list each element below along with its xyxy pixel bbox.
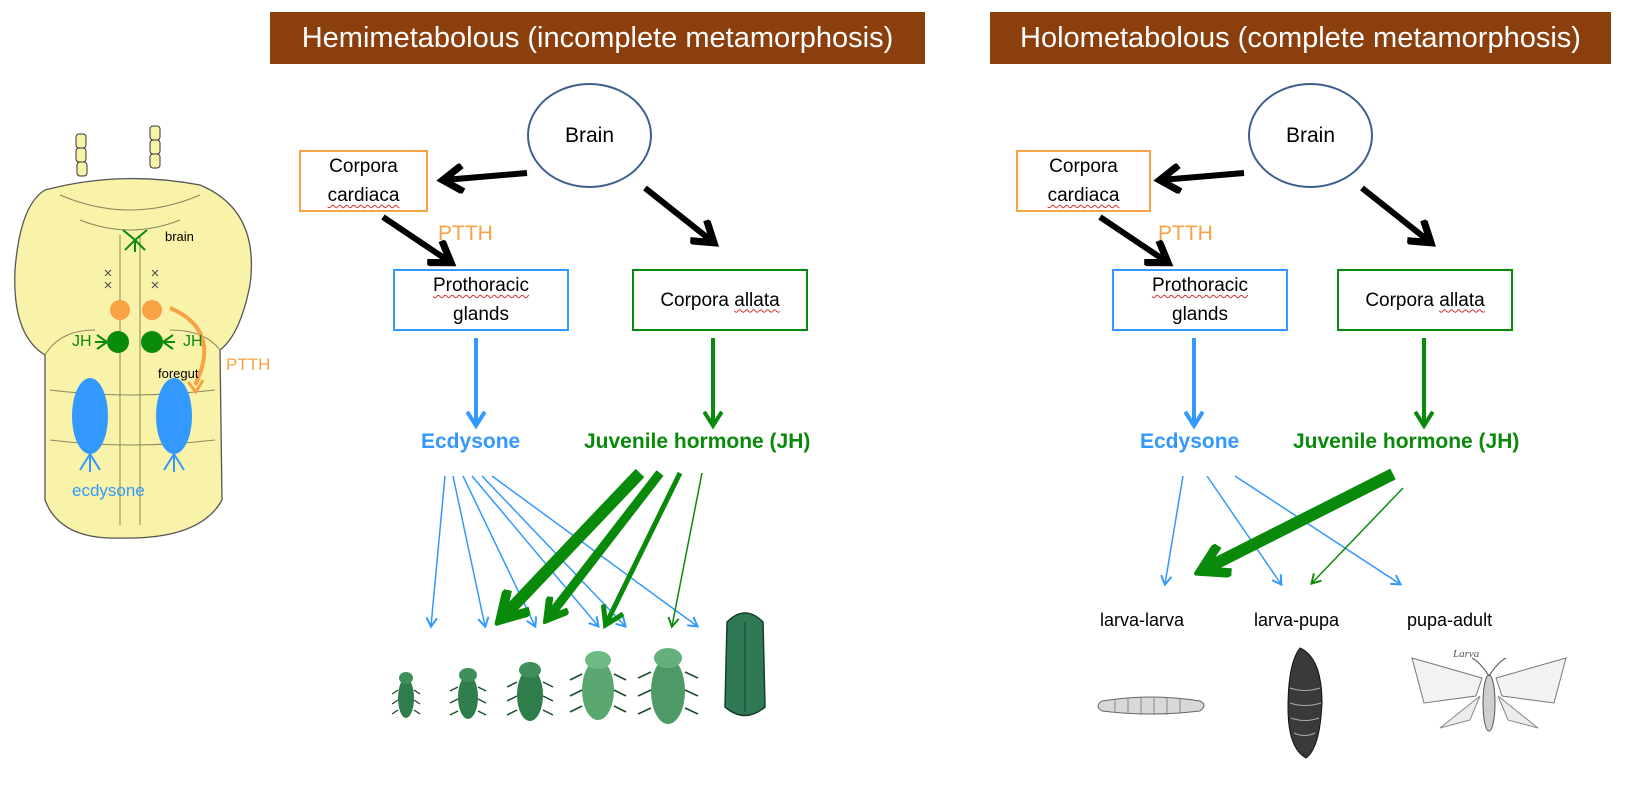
nymph-instar-1-icon (391, 672, 421, 718)
holo-ecdysone-label: Ecdysone (1140, 430, 1240, 453)
prothoracic-gland-left (72, 378, 108, 454)
ptth-curved-arrow (169, 306, 207, 386)
nymph-instar-4-icon (569, 651, 627, 720)
pupa-icon (1287, 647, 1323, 759)
holo-prothoracic-glands-box: Prothoracic glands (1112, 269, 1288, 331)
holo-brain-label: Brain (1285, 123, 1336, 147)
hemi-jh-fan (502, 468, 703, 626)
jh-arrows (95, 334, 175, 350)
nymph-instar-3-icon (506, 662, 554, 721)
insect-ecdysone-label: ecdysone (72, 481, 145, 500)
hemi-ca-word1: Corpora (660, 289, 729, 311)
hemi-corpora-allata-box: Corpora allata (632, 269, 808, 331)
antennae (75, 125, 161, 177)
moth-icon (1411, 657, 1567, 732)
holo-corpora-allata-box: Corpora allata (1337, 269, 1513, 331)
hemi-ecdysone-fan (431, 475, 697, 626)
holo-ca-word2: allata (1439, 289, 1485, 311)
hemi-pg-line1: Prothoracic (432, 275, 530, 296)
insect-foregut-label: foregut (158, 366, 199, 381)
hemi-brain-label: Brain (564, 123, 615, 147)
cross-marks (104, 269, 159, 289)
hemi-ca-word2: allata (734, 289, 780, 311)
insect-jh-right-label: JH (183, 333, 203, 350)
nymph-instar-2-icon (449, 668, 487, 719)
holo-black-arrows (1098, 173, 1430, 262)
holo-moth-caption: Larva (1453, 648, 1480, 660)
holo-stage-larva-pupa: larva-pupa (1254, 610, 1340, 630)
nymph-instar-5-icon (637, 648, 699, 724)
corpora-allata-right (141, 331, 163, 353)
insect-brain-label: brain (165, 229, 194, 244)
ecdysone-arrows (79, 453, 185, 472)
corpora-cardiaca-left (110, 300, 130, 320)
holo-cc-line1: Corpora (1049, 156, 1118, 177)
holo-stage-larva-larva: larva-larva (1100, 610, 1185, 630)
larva-icon (1097, 696, 1205, 715)
holo-pg-line1: Prothoracic (1151, 275, 1249, 296)
insect-body (14, 177, 253, 539)
holo-ptth-label: PTTH (1158, 222, 1213, 245)
hemi-pg-line2: glands (453, 304, 509, 325)
holo-title: Holometabolous (complete metamorphosis) (990, 12, 1611, 64)
hemi-jh-label: Juvenile hormone (JH) (584, 430, 811, 453)
adult-leafhopper-icon (724, 612, 766, 717)
hemi-ecdysone-label: Ecdysone (421, 430, 521, 453)
holo-corpora-cardiaca-box: Corpora cardiaca (1016, 150, 1151, 212)
insect-head-diagram (14, 125, 253, 539)
hemi-title: Hemimetabolous (incomplete metamorphosis… (270, 12, 925, 64)
holo-stage-icons (1097, 647, 1567, 759)
corpora-cardiaca-right (142, 300, 162, 320)
insect-jh-left-label: JH (72, 333, 92, 350)
brain-arrows (122, 229, 148, 252)
corpora-allata-left (107, 331, 129, 353)
holo-ca-word1: Corpora (1365, 289, 1434, 311)
prothoracic-gland-right (156, 378, 192, 454)
hemi-cc-line2: cardiaca (327, 185, 400, 206)
hemi-stage-icons (391, 612, 766, 724)
holo-jh-label: Juvenile hormone (JH) (1293, 430, 1520, 453)
hemi-ptth-label: PTTH (438, 222, 493, 245)
hemi-cc-line1: Corpora (329, 156, 398, 177)
holo-pg-line2: glands (1172, 304, 1228, 325)
holo-brain-node: Brain (1248, 83, 1373, 188)
holo-cc-line2: cardiaca (1047, 185, 1120, 206)
hemi-black-arrows (381, 173, 713, 262)
hemi-corpora-cardiaca-box: Corpora cardiaca (299, 150, 428, 212)
holo-jh-fan (1203, 468, 1404, 583)
insect-ptth-label: PTTH (226, 355, 271, 374)
holo-ecdysone-fan (1165, 475, 1400, 584)
hemi-brain-node: Brain (527, 83, 652, 188)
insect-internal-lines (44, 194, 221, 525)
holo-stage-pupa-adult: pupa-adult (1407, 610, 1493, 630)
hemi-prothoracic-glands-box: Prothoracic glands (393, 269, 569, 331)
